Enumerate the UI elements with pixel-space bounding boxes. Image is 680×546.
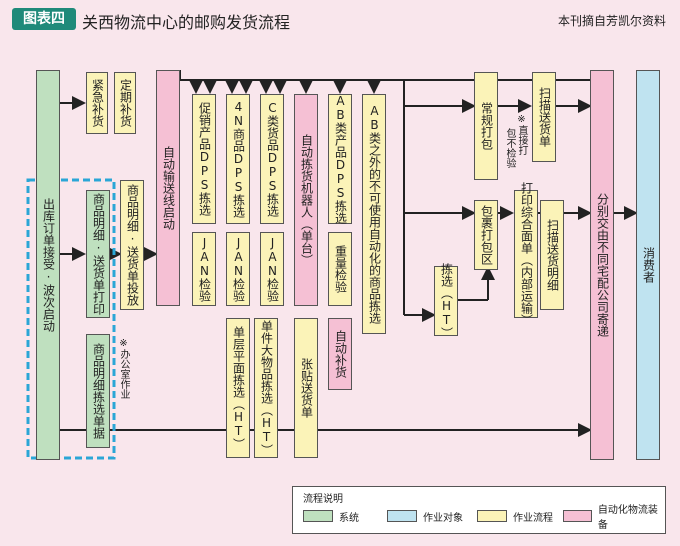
legend-label-process: 作业流程 xyxy=(513,512,553,524)
n4-dps-label: 4N商品DPS拣选 xyxy=(231,100,246,218)
legend-item-system: 系统 xyxy=(303,509,359,524)
n4-dps-box: 4N商品DPS拣选 xyxy=(226,94,250,224)
promo-dps-box: 促销产品DPS拣选 xyxy=(192,94,216,224)
regular-pack-label: 常规打包 xyxy=(479,102,494,150)
scan-detail-label: 扫描送货明细 xyxy=(545,219,560,291)
scheduled-replenish-box: 定期补货 xyxy=(114,72,136,134)
auto-replenish-box: 自动补货 xyxy=(328,318,352,390)
c-dps-box: C类货品DPS拣选 xyxy=(260,94,284,224)
auto-replenish-label: 自动补货 xyxy=(333,330,348,378)
legend-label-automation: 自动化物流装备 xyxy=(597,505,658,531)
scan-ship-label: 扫描送货单 xyxy=(537,87,552,147)
ab-dps-label: AB类产品DPS拣选 xyxy=(333,94,348,224)
office-note: ※办公室作业 xyxy=(118,338,129,399)
page-title: 关西物流中心的邮购发货流程 xyxy=(82,13,291,32)
print-sheet-label: 打印综合面单（内部运输） xyxy=(519,182,534,326)
courier-box: 分别交由不同宅配公司寄递 xyxy=(590,70,614,460)
order-intake-label: 出库订单接受·波次启动 xyxy=(41,198,56,332)
print-sheet-box: 打印综合面单（内部运输） xyxy=(514,182,538,326)
label-shipping-label: 张贴送货单 xyxy=(299,358,314,418)
detail-print-label: 商品明细·送货单打印 xyxy=(91,193,106,315)
legend-label-system: 系统 xyxy=(339,512,359,524)
legend-item-process: 作业流程 xyxy=(477,509,553,524)
detail-place-box: 商品明细·送货单投放 xyxy=(120,180,144,310)
robot-box: 自动拣货机器人（单台） xyxy=(294,94,318,306)
pick-list-box: 商品明细拣选单据 xyxy=(86,334,110,448)
jan-check-2-label: JAN检验 xyxy=(231,236,246,302)
legend-swatch-object xyxy=(387,510,417,522)
legend-title: 流程说明 xyxy=(303,494,343,505)
weight-check-box: 重量检验 xyxy=(328,232,352,306)
jan-check-1-box: JAN检验 xyxy=(192,232,216,306)
wrap-area-box: 包裹打包区 xyxy=(474,200,498,270)
large-item-pick-box: 单件大物品拣选（HT） xyxy=(254,318,278,458)
conveyor-box: 自动输送线启动 xyxy=(156,70,180,306)
jan-check-3-box: JAN检验 xyxy=(260,232,284,306)
legend-item-automation: 自动化物流装备 xyxy=(563,505,665,531)
label-shipping-box: 张贴送货单 xyxy=(294,318,318,458)
jan-check-2-box: JAN检验 xyxy=(226,232,250,306)
promo-dps-label: 促销产品DPS拣选 xyxy=(197,102,212,216)
scan-detail-box: 扫描送货明细 xyxy=(540,200,564,310)
robot-label: 自动拣货机器人（单台） xyxy=(299,134,314,266)
pick-list-label: 商品明细拣选单据 xyxy=(91,343,106,439)
ht-pick-label: 拣选（HT） xyxy=(439,263,454,339)
detail-print-box: 商品明细·送货单打印 xyxy=(86,190,110,318)
legend: 流程说明 系统 作业对象 作业流程 自动化物流装备 xyxy=(292,486,666,534)
regular-pack-box: 常规打包 xyxy=(474,72,498,180)
jan-check-3-label: JAN检验 xyxy=(265,236,280,302)
non-ab-pick-box: AB类之外的不可使用自动化的商品拣选 xyxy=(362,94,386,334)
wrap-area-label: 包裹打包区 xyxy=(479,205,494,265)
ht-pick-box: 拣选（HT） xyxy=(434,263,458,339)
legend-swatch-system xyxy=(303,510,333,522)
c-dps-label: C类货品DPS拣选 xyxy=(265,101,280,217)
legend-swatch-automation xyxy=(563,510,592,522)
ab-dps-box: AB类产品DPS拣选 xyxy=(328,94,352,224)
legend-swatch-process xyxy=(477,510,507,522)
scan-ship-box: 扫描送货单 xyxy=(532,72,556,162)
detail-place-label: 商品明细·送货单投放 xyxy=(125,184,140,306)
consumer-label: 消费者 xyxy=(641,247,656,283)
single-flat-pick-box: 单层平面拣选（HT） xyxy=(226,318,250,458)
legend-label-object: 作业对象 xyxy=(423,512,463,524)
order-intake-box: 出库订单接受·波次启动 xyxy=(36,70,60,460)
large-item-pick-label: 单件大物品拣选（HT） xyxy=(259,320,274,456)
conveyor-label: 自动输送线启动 xyxy=(161,146,176,230)
jan-check-1-label: JAN检验 xyxy=(197,236,212,302)
scheduled-replenish-label: 定期补货 xyxy=(118,79,133,127)
figure-badge: 图表四 xyxy=(12,8,76,30)
single-flat-pick-label: 单层平面拣选（HT） xyxy=(231,326,246,450)
weight-check-label: 重量检验 xyxy=(333,245,348,293)
urgent-replenish-box: 紧急补货 xyxy=(86,72,108,134)
legend-item-object: 作业对象 xyxy=(387,509,463,524)
direct-note: ※直接打 xyxy=(516,114,527,155)
no-pack-check-note: 包不检验 xyxy=(504,128,515,168)
consumer-box: 消费者 xyxy=(636,70,660,460)
non-ab-pick-label: AB类之外的不可使用自动化的商品拣选 xyxy=(367,104,382,324)
courier-label: 分别交由不同宅配公司寄递 xyxy=(595,193,610,337)
source-credit: 本刊摘自芳凯尔资料 xyxy=(557,14,666,28)
urgent-replenish-label: 紧急补货 xyxy=(90,79,105,127)
